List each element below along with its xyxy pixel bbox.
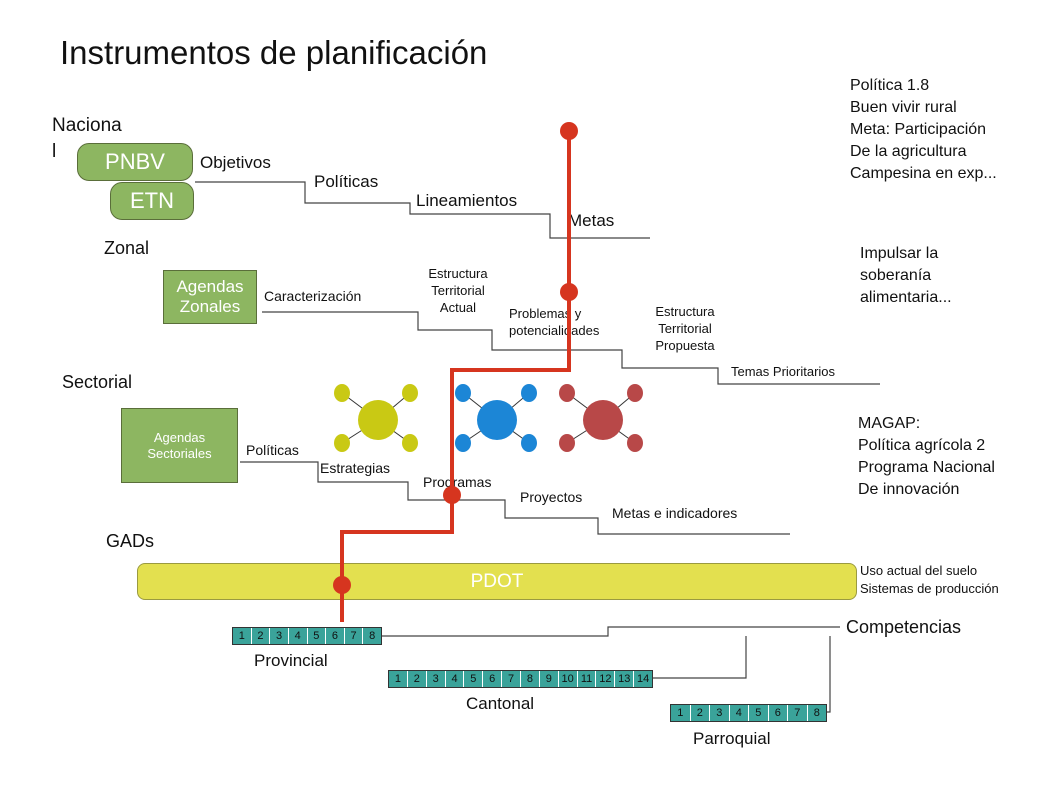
molecule-red (559, 384, 643, 452)
cantonal-cell: 14 (634, 671, 653, 687)
zonal-estructura-propuesta: Estructura Territorial Propuesta (655, 304, 715, 353)
red-node-1 (560, 122, 578, 140)
parroquial-cell: 7 (788, 705, 808, 721)
zonal-temas: Temas Prioritarios (731, 364, 836, 379)
note-soberania: Impulsar la soberanía alimentaria... (860, 245, 952, 306)
cantonal-cell: 4 (445, 671, 465, 687)
zonal-estructura-actual: Estructura Territorial Actual (428, 266, 488, 315)
cantonal-cell: 2 (407, 671, 427, 687)
pnbv-box: PNBV (77, 143, 193, 181)
provincial-cell: 2 (251, 628, 271, 644)
provincial-cell: 4 (288, 628, 308, 644)
step-objetivos: Objetivos (200, 153, 271, 172)
agendas-zonales-box: Agendas Zonales (163, 270, 257, 324)
step-politicas: Políticas (314, 172, 379, 191)
parroquial-label: Parroquial (693, 729, 771, 748)
sectorial-politicas: Políticas (246, 442, 299, 458)
sectorial-estrategias: Estrategias (320, 460, 391, 476)
cantonal-cell: 5 (464, 671, 484, 687)
step-metas: Metas (568, 211, 615, 230)
provincial-cell: 5 (307, 628, 327, 644)
level-zonal: Zonal (104, 238, 150, 258)
provincial-competencias-line (382, 626, 840, 637)
provincial-cell: 8 (363, 628, 381, 644)
red-node-3 (443, 486, 461, 504)
provincial-cell: 1 (233, 628, 252, 644)
competencias-label: Competencias (846, 617, 962, 637)
provincial-label: Provincial (254, 651, 328, 670)
red-node-4 (333, 576, 351, 594)
cantonal-cell: 10 (558, 671, 578, 687)
molecule-yellow (334, 384, 418, 452)
zonal-problemas: Problemas y potencialidades (509, 306, 600, 338)
nacional-step-line (195, 181, 650, 239)
cantonal-cell: 3 (426, 671, 446, 687)
parroquial-cell: 4 (729, 705, 749, 721)
parroquial-competencias-line (826, 636, 831, 713)
page-title: Instrumentos de planificación (60, 34, 488, 71)
cantonal-label: Cantonal (466, 694, 535, 713)
cantonal-cell: 11 (577, 671, 597, 687)
parroquial-cell: 1 (671, 705, 691, 721)
level-nacional: Naciona l (52, 115, 122, 162)
cantonal-cell: 13 (615, 671, 635, 687)
parroquial-cell: 3 (710, 705, 730, 721)
parroquial-cell: 5 (749, 705, 769, 721)
cantonal-cell: 1 (389, 671, 408, 687)
level-sectorial: Sectorial (62, 372, 133, 392)
cantonal-cell: 6 (483, 671, 503, 687)
note-politica: Política 1.8 Buen vivir rural Meta: Part… (850, 77, 997, 182)
sectorial-proyectos: Proyectos (520, 489, 583, 505)
sectorial-programas: Programas (423, 474, 492, 490)
note-magap: MAGAP: Política agrícola 2 Programa Naci… (858, 415, 995, 498)
parroquial-cell: 2 (690, 705, 710, 721)
agendas-sectoriales-box: Agendas Sectoriales (121, 408, 238, 483)
cantonal-cell: 9 (539, 671, 559, 687)
level-gads: GADs (106, 531, 155, 551)
cantonal-competencias-line (652, 636, 747, 679)
red-node-2 (560, 283, 578, 301)
provincial-cell: 6 (326, 628, 345, 644)
etn-box: ETN (110, 182, 194, 220)
step-lineamientos: Lineamientos (416, 191, 518, 210)
zonal-caracterizacion: Caracterización (264, 288, 362, 304)
provincial-cell: 3 (270, 628, 289, 644)
zonal-step-line (262, 311, 880, 385)
note-uso-suelo: Uso actual del suelo Sistemas de producc… (860, 563, 999, 596)
cantonal-cell: 8 (521, 671, 540, 687)
cantonal-cell: 12 (596, 671, 616, 687)
parroquial-cell: 8 (807, 705, 826, 721)
pdot-bar: PDOT (137, 563, 857, 600)
parroquial-cell: 6 (768, 705, 788, 721)
molecule-blue (455, 384, 537, 452)
cantonal-cell: 7 (502, 671, 522, 687)
provincial-cell: 7 (344, 628, 364, 644)
sectorial-metas-indicadores: Metas e indicadores (612, 505, 738, 521)
